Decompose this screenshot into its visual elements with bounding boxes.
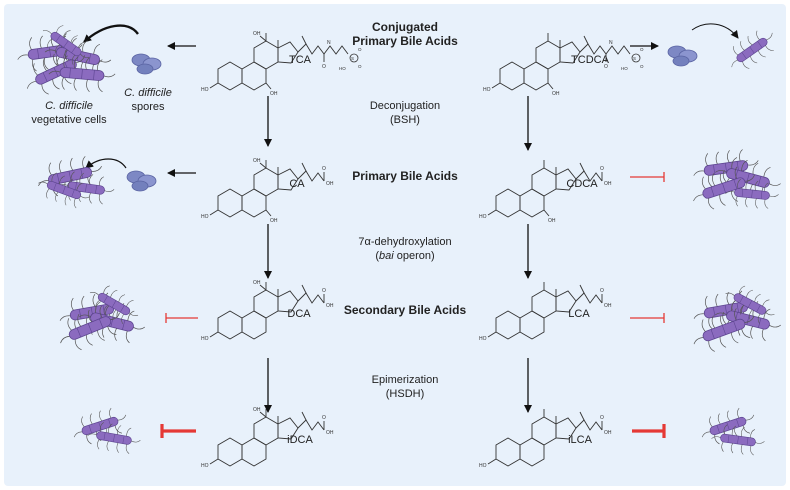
label-tca: TCA [289,54,311,66]
label-dca: DCA [287,308,311,320]
inhibition-idca [160,424,196,438]
process-dehydroxylation: 7α-dehydroxylation (bai operon) [358,236,452,262]
label-spores: C. difficile spores [124,87,172,113]
label-ca: CA [289,178,305,190]
process-epimerization: Epimerization (HSDH) [371,374,439,400]
inhibition-lca [630,313,665,323]
germination-arrow-tcdca [691,23,739,39]
vegetative-cells-dca [52,278,149,357]
inhibition-ilca [632,424,666,438]
label-idca: iDCA [287,434,313,446]
germination-arrow-ca [85,158,127,169]
germination-arrow-tca [83,24,139,43]
vegetative-cells-lca [686,279,785,358]
vegetative-cells-ilca [696,403,767,458]
cdiff-spores-tca [131,53,162,75]
ca-structure [200,157,335,225]
label-cdca: CDCA [566,178,598,190]
inhibition-dca [165,313,198,323]
heading-primary: Primary Bile Acids [352,169,458,183]
label-lca: LCA [568,308,590,320]
vegetative-cells-ca [33,152,117,213]
heading-secondary: Secondary Bile Acids [343,303,467,317]
inhibition-cdca [630,172,665,182]
label-tcdca: TCDCA [571,54,609,66]
tcdca-structure [482,32,645,98]
vegetative-cells-cdca [686,146,785,215]
background-panel [4,4,786,486]
label-ilca: iLCA [568,434,592,446]
process-deconjugation: Deconjugation (BSH) [369,100,441,126]
vegetative-cells-idca [68,403,143,457]
cdiff-spores-tcdca [667,45,698,67]
heading-conjugated: Conjugated Primary Bile Acids [352,20,458,48]
label-vegetative-cells: C. difficile vegetative cells [31,100,107,126]
cdca-structure [478,159,613,225]
cdiff-spores-ca [126,170,157,192]
